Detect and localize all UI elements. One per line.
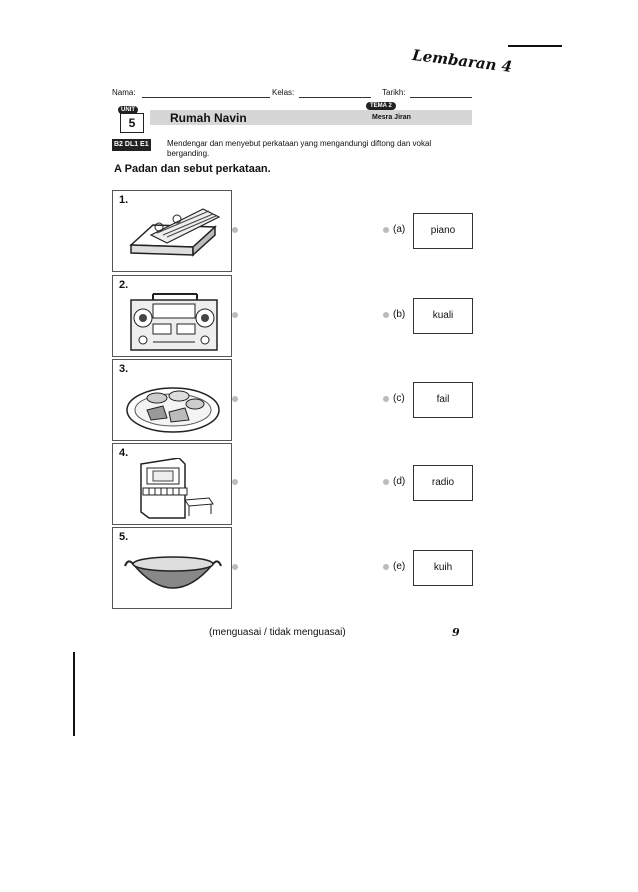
word-letter-c: (c): [393, 393, 405, 404]
match-dot-word-e[interactable]: [383, 564, 389, 570]
radio-icon: [130, 293, 218, 351]
unit-tag: UNIT: [118, 106, 138, 114]
wok-icon: [124, 556, 222, 589]
unit-title: Rumah Navin: [170, 111, 247, 125]
word-box-e: kuih: [413, 550, 473, 586]
match-dot-picture-2[interactable]: [232, 312, 238, 318]
file-folder-icon: [129, 208, 221, 257]
nama-line[interactable]: [142, 97, 270, 98]
picture-box-4: 4.: [112, 443, 232, 525]
unit-number: 5: [120, 113, 144, 133]
section-letter: A: [114, 163, 122, 175]
piano-icon: [140, 458, 214, 519]
left-margin-rule: [73, 652, 75, 736]
student-info-fields: Nama: Kelas: Tarikh:: [112, 88, 472, 102]
match-dot-picture-3[interactable]: [232, 396, 238, 402]
match-dot-picture-4[interactable]: [232, 479, 238, 485]
tema-title: Mesra Jiran: [372, 114, 411, 121]
word-box-c: fail: [413, 382, 473, 418]
picture-number: 1.: [119, 194, 129, 206]
standard-text: Mendengar dan menyebut perkataan yang me…: [167, 139, 432, 158]
title-band: [150, 110, 472, 125]
match-dot-word-b[interactable]: [383, 312, 389, 318]
picture-box-1: 1.: [112, 190, 232, 272]
kelas-line[interactable]: [299, 97, 371, 98]
tarikh-label: Tarikh:: [382, 88, 406, 97]
picture-number: 4.: [119, 447, 129, 459]
tarikh-line[interactable]: [410, 97, 472, 98]
instruction-text: Padan dan sebut perkataan.: [124, 163, 271, 175]
picture-box-2: 2.: [112, 275, 232, 357]
kelas-label: Kelas:: [272, 88, 295, 97]
picture-number: 2.: [119, 279, 129, 291]
word-letter-d: (d): [393, 476, 406, 487]
word-letter-a: (a): [393, 224, 406, 235]
section-instruction: A Padan dan sebut perkataan.: [114, 163, 271, 175]
worksheet-number: Lembaran 4: [411, 45, 514, 77]
page-number: 9: [452, 626, 460, 639]
cakes-plate-icon: [126, 387, 220, 433]
tema-tag: TEMA 2: [366, 102, 396, 110]
nama-label: Nama:: [112, 88, 136, 97]
picture-number: 5.: [119, 531, 129, 543]
word-letter-b: (b): [393, 309, 406, 320]
mastery-line: (menguasai / tidak menguasai): [209, 627, 346, 638]
picture-box-5: 5.: [112, 527, 232, 609]
picture-number: 3.: [119, 363, 129, 375]
match-dot-word-c[interactable]: [383, 396, 389, 402]
word-letter-e: (e): [393, 561, 406, 572]
top-rule: [508, 45, 562, 47]
unit-header-bar: UNIT 5 Rumah Navin TEMA 2 Mesra Jiran: [110, 102, 472, 133]
standard-code: B2 DL1 E1: [112, 139, 151, 151]
match-dot-word-d[interactable]: [383, 479, 389, 485]
match-dot-word-a[interactable]: [383, 227, 389, 233]
picture-box-3: 3.: [112, 359, 232, 441]
word-box-d: radio: [413, 465, 473, 501]
match-dot-picture-1[interactable]: [232, 227, 238, 233]
word-box-a: piano: [413, 213, 473, 249]
match-dot-picture-5[interactable]: [232, 564, 238, 570]
word-box-b: kuali: [413, 298, 473, 334]
